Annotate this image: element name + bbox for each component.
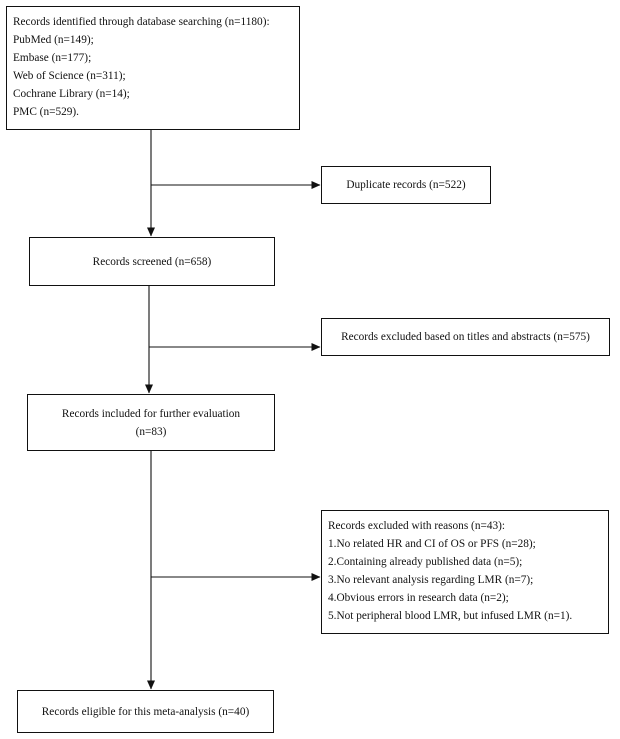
- included-label-line2: (n=83): [135, 425, 167, 438]
- eligible-records-box: Records eligible for this meta-analysis …: [17, 690, 274, 733]
- source-pubmed: PubMed (n=149);: [13, 34, 94, 46]
- records-screened-box: Records screened (n=658): [29, 237, 275, 286]
- included-label-line1: Records included for further evaluation: [61, 407, 241, 420]
- excluded-reasons-box: Records excluded with reasons (n=43): 1.…: [321, 510, 609, 634]
- included-records-box: Records included for further evaluation …: [27, 394, 275, 451]
- reason-item: 5.Not peripheral blood LMR, but infused …: [328, 610, 573, 622]
- reason-item: 3.No relevant analysis regarding LMR (n=…: [328, 574, 534, 586]
- source-cochrane: Cochrane Library (n=14);: [13, 88, 130, 100]
- source-pmc: PMC (n=529).: [13, 106, 79, 118]
- source-web-of-science: Web of Science (n=311);: [13, 70, 126, 82]
- duplicate-records-box: Duplicate records (n=522): [321, 166, 491, 204]
- identified-records-box: Records identified through database sear…: [6, 6, 300, 130]
- eligible-records-label: Records eligible for this meta-analysis …: [41, 705, 250, 718]
- reason-item: 1.No related HR and CI of OS or PFS (n=2…: [328, 538, 536, 550]
- excluded-reasons-title: Records excluded with reasons (n=43):: [328, 520, 506, 532]
- identified-title: Records identified through database sear…: [13, 16, 270, 28]
- excluded-titles-label: Records excluded based on titles and abs…: [341, 331, 590, 343]
- records-screened-label: Records screened (n=658): [92, 255, 212, 268]
- duplicate-records-label: Duplicate records (n=522): [346, 179, 466, 191]
- reason-item: 2.Containing already published data (n=5…: [328, 556, 523, 568]
- reason-item: 4.Obvious errors in research data (n=2);: [328, 592, 509, 604]
- source-embase: Embase (n=177);: [13, 52, 92, 64]
- excluded-titles-box: Records excluded based on titles and abs…: [321, 318, 610, 356]
